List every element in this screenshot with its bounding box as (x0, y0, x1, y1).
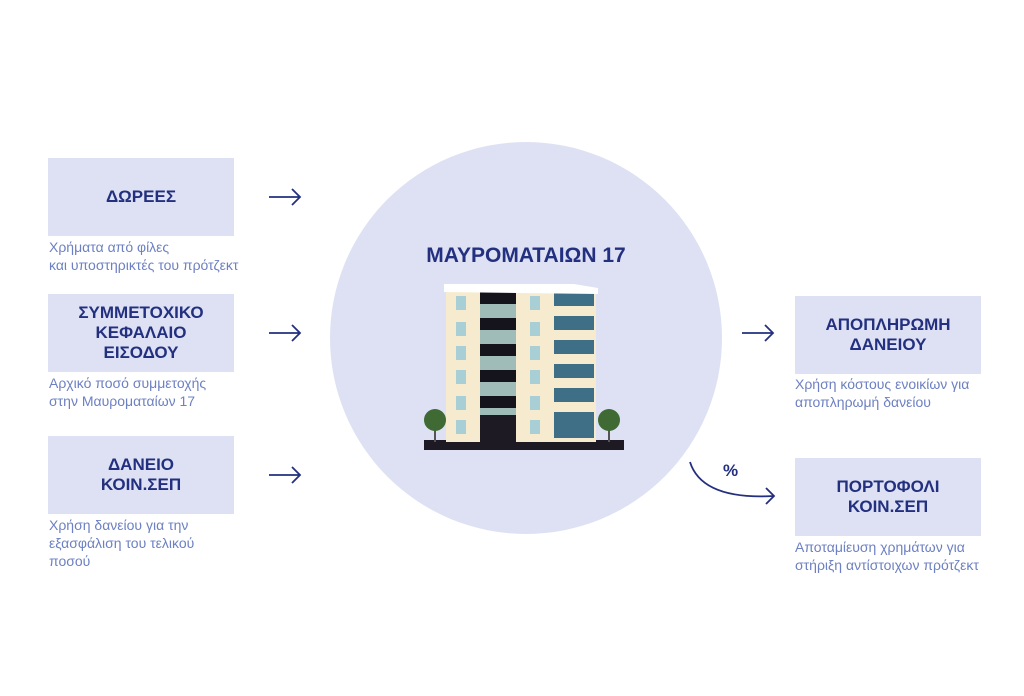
input-desc-equity: Αρχικό ποσό συμμετοχής στην Μαυροματαίων… (49, 375, 207, 409)
input-desc-loan: Χρήση δανείου για την εξασφάλιση του τελ… (49, 517, 195, 569)
output-desc-portfolio: Αποταμίευση χρημάτων για στήριξη αντίστο… (795, 539, 979, 573)
arrow-right-icon (269, 188, 302, 206)
arrow-right-icon (269, 324, 302, 342)
arrow-right-icon (269, 466, 302, 484)
input-box-donations: ΔΩΡΕΕΣ (48, 158, 234, 236)
input-box-equity: ΣΥΜΜΕΤΟΧΙΚΟ ΚΕΦΑΛΑΙΟ ΕΙΣΟΔΟΥ (48, 294, 234, 372)
output-desc-loan-repayment: Χρήση κόστους ενοικίων για αποπληρωμή δα… (795, 376, 970, 410)
input-box-loan: ΔΑΝΕΙΟ ΚΟΙΝ.ΣΕΠ (48, 436, 234, 514)
curved-arrow-icon (689, 461, 776, 505)
output-box-loan-repayment: ΑΠΟΠΛΗΡΩΜΗ ΔΑΝΕΙΟΥ (795, 296, 981, 374)
input-desc-donations: Χρήματα από φίλες και υποστηρικτές του π… (49, 239, 239, 273)
building-illustration (424, 284, 624, 450)
output-box-portfolio: ΠΟΡΤΟΦΟΛΙ ΚΟΙΝ.ΣΕΠ (795, 458, 981, 536)
center-title: ΜΑΥΡΟΜΑΤΑΙΩΝ 17 (426, 244, 626, 267)
percent-label: % (723, 461, 739, 480)
arrow-right-icon (742, 324, 775, 342)
